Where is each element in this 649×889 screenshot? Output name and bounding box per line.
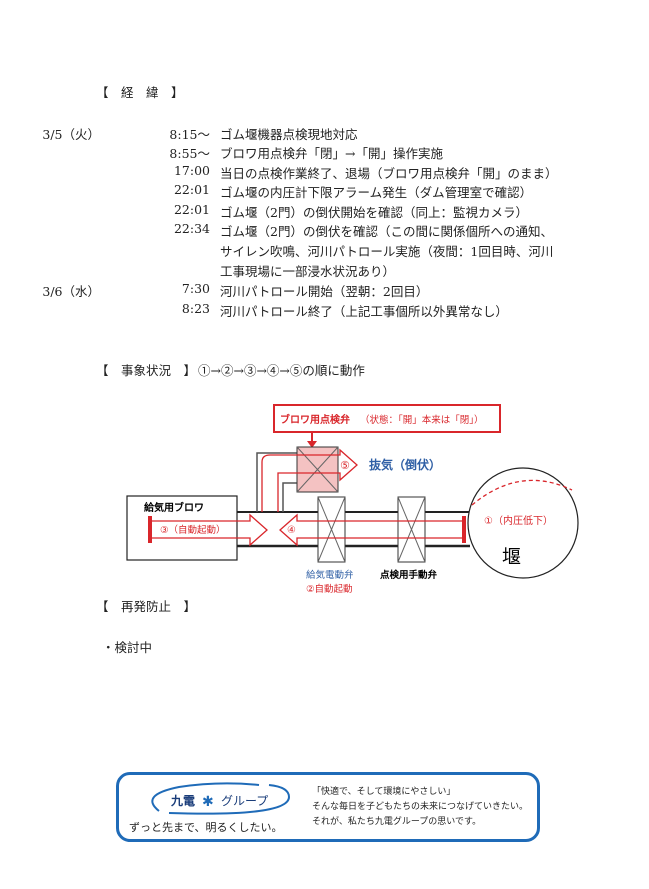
- step3-label: ③（自動起動）: [160, 524, 226, 536]
- step2-label: ②自動起動: [306, 583, 353, 595]
- callout-note: （状態：「開」本来は「閉」）: [360, 414, 484, 426]
- prevention-item: ・検討中: [102, 640, 153, 655]
- timeline-time: 7:30: [181, 281, 210, 296]
- weir-label: 堰: [502, 546, 521, 568]
- arrow-step3: [150, 513, 268, 547]
- message-line: それが、私たち九電グループの思いです。: [312, 817, 482, 827]
- system-diagram: ブロワ用点検弁 （状態：「開」本来は「閉」） 給気用ブロワ 堰 ①（内圧低下）: [126, 404, 579, 595]
- weir-circle: [467, 467, 579, 579]
- timeline-time: 22:01: [173, 182, 210, 197]
- bypass-pipe: [256, 452, 297, 512]
- manual-valve-label: 点検用手動弁: [380, 569, 438, 581]
- blower-box: [126, 495, 238, 561]
- message-line: そんな毎日を子どもたちの未来につなげていきたい。: [312, 802, 529, 812]
- timeline-text: ゴム堰（2門）の倒伏開始を確認（同上：監視カメラ）: [220, 205, 528, 220]
- history-heading: 【 経 緯 】: [96, 85, 184, 100]
- slogan: ずっと先まで、明るくしたい。: [129, 821, 283, 834]
- situation-note: ①→②→③→④→⑤の順に動作: [198, 363, 365, 378]
- timeline-date: 3/6（水）: [42, 284, 100, 299]
- timeline-date: 3/5（火）: [42, 127, 100, 142]
- timeline-time: 22:01: [173, 202, 210, 217]
- timeline-text: ブロワ用点検弁「閉」→「開」操作実施: [220, 146, 443, 161]
- arrow-step5: [261, 448, 358, 512]
- svg-text:✱: ✱: [202, 794, 214, 810]
- timeline-text: ゴム堰の内圧計下限アラーム発生（ダム管理室で確認）: [220, 185, 533, 200]
- timeline-text: ゴム堰機器点検現地対応: [220, 127, 358, 142]
- step1-label: ①（内圧低下）: [484, 514, 553, 527]
- timeline-time: 8:55～: [169, 146, 210, 161]
- arrow-step4: [279, 513, 463, 547]
- motor-valve-label: 給気電動弁: [306, 569, 354, 581]
- motor-valve-icon: [317, 496, 346, 563]
- prevention-heading: 【 再発防止 】: [96, 599, 197, 614]
- footer-banner: 九電 ✱ グループ ずっと先まで、明るくしたい。 「快適で、そして環境にやさしい…: [116, 772, 540, 842]
- manual-valve-icon: [397, 496, 426, 563]
- timeline-time: 22:34: [173, 221, 210, 236]
- message-line: 「快適で、そして環境にやさしい」: [312, 787, 456, 797]
- svg-text:九電: 九電: [170, 793, 195, 808]
- inspection-valve-icon: [296, 446, 339, 493]
- blower-label: 給気用ブロワ: [144, 501, 204, 514]
- timeline-time: 17:00: [173, 163, 210, 178]
- svg-text:グループ: グループ: [221, 794, 268, 808]
- timeline-time: 8:15～: [169, 127, 210, 142]
- kyuden-logo: 九電 ✱ グループ: [151, 782, 291, 815]
- exhaust-label: 抜気（倒伏）: [369, 457, 441, 472]
- timeline-text: ゴム堰（2門）の倒伏を確認（この間に関係個所への通知、: [220, 224, 553, 239]
- timeline-text: 河川パトロール終了（上記工事個所以外異常なし）: [220, 304, 508, 319]
- arrow-down-icon: [307, 441, 317, 448]
- step5-label: ⑤: [340, 459, 350, 472]
- timeline-text: 当日の点検作業終了、退場（ブロワ用点検弁「開」のまま）: [220, 166, 558, 181]
- timeline-text: 河川パトロール開始（翌朝：2回目）: [220, 284, 429, 299]
- callout-box: [273, 404, 501, 433]
- callout-title: ブロワ用点検弁: [280, 413, 350, 426]
- timeline-text: 工事現場に一部浸水状況あり）: [220, 264, 396, 279]
- situation-heading: 【 事象状況 】: [96, 363, 197, 378]
- step4-label: ④: [287, 525, 296, 536]
- timeline-time: 8:23: [181, 301, 210, 316]
- timeline-text: サイレン吹鳴、河川パトロール実施（夜間：1回目時、河川: [220, 244, 554, 259]
- footer-message: 「快適で、そして環境にやさしい」 そんな毎日を子どもたちの未来につなげていきたい…: [312, 785, 528, 830]
